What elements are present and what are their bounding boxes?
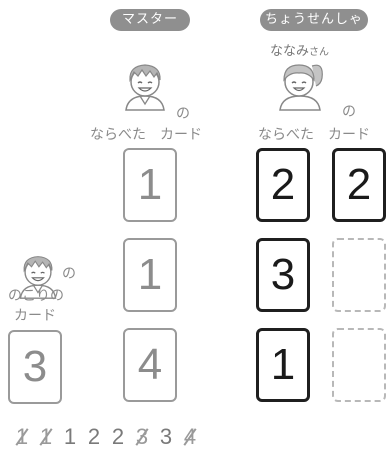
number-sequence: 1 1 1 2 2 3 3 4 (10, 424, 202, 450)
sequence-number-8: 4 (178, 424, 202, 450)
sequence-number-2: 1 (34, 424, 58, 450)
challenger-header: ちょうせんしゃ (260, 9, 368, 31)
master-card-1: 1 (123, 148, 177, 222)
sequence-number-6: 3 (130, 424, 154, 450)
master-card-2: 1 (123, 238, 177, 312)
sequence-number-5: 2 (106, 424, 130, 450)
master-caption-no: の (176, 103, 190, 123)
sequence-number-3: 1 (58, 424, 82, 450)
master-header: マスター (110, 9, 190, 31)
challenger-card-3: 1 (256, 328, 310, 402)
challenger-caption: ならべた カード (258, 124, 370, 144)
challenger-card-1: 2 (256, 148, 310, 222)
challenger-caption-no: の (342, 101, 356, 121)
challenger-card-4: 2 (332, 148, 386, 222)
empty-card-slot-1 (332, 238, 386, 312)
leftover-caption-no: の (62, 263, 76, 283)
sequence-number-7: 3 (154, 424, 178, 450)
sequence-number-4: 2 (82, 424, 106, 450)
master-card-3: 4 (123, 328, 177, 402)
challenger-avatar-icon (272, 56, 328, 112)
master-caption: ならべた カード (90, 124, 202, 144)
sequence-number-1: 1 (10, 424, 34, 450)
master-avatar-icon (120, 60, 170, 112)
challenger-card-2: 3 (256, 238, 310, 312)
leftover-card: 3 (8, 330, 62, 404)
leftover-caption-line1: のこりの (8, 285, 64, 305)
empty-card-slot-2 (332, 328, 386, 402)
leftover-caption-line2: カード (14, 305, 56, 325)
